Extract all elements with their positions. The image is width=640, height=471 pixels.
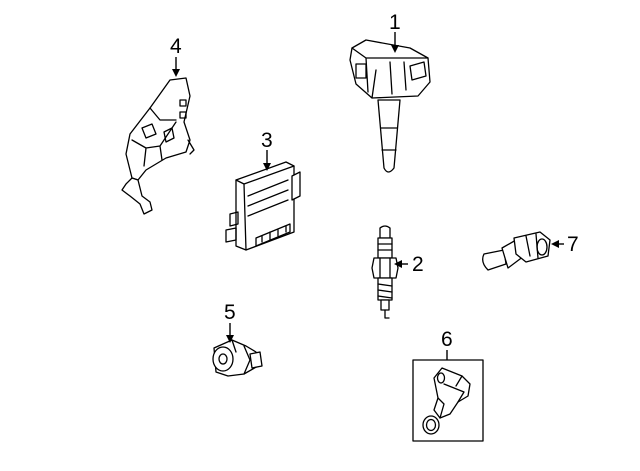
callout-5-label: 5 [224, 301, 236, 324]
callout-7: 7 [551, 233, 579, 256]
callout-2-arrowhead [394, 260, 402, 268]
callout-5: 5 [224, 301, 236, 343]
callout-7-arrowhead [551, 240, 559, 248]
part-6-position-sensor[interactable] [422, 367, 471, 435]
callout-6-label: 6 [441, 328, 453, 351]
callout-1-arrowhead [391, 45, 399, 53]
callout-2-label: 2 [412, 253, 424, 276]
callout-7-label: 7 [567, 233, 579, 256]
callout-2: 2 [394, 253, 424, 276]
callout-4: 4 [170, 35, 182, 77]
part-4-bracket[interactable] [121, 77, 195, 215]
part-1-ignition-coil[interactable] [349, 39, 431, 173]
callout-1-label: 1 [389, 11, 401, 34]
callout-3: 3 [261, 129, 273, 171]
callout-1: 1 [389, 11, 401, 53]
callout-6: 6 [441, 328, 453, 360]
part-2-spark-plug[interactable] [371, 225, 399, 319]
part-7-temperature-sensor[interactable] [482, 231, 551, 271]
part-5-knock-sensor[interactable] [212, 339, 263, 377]
callout-4-label: 4 [170, 35, 182, 58]
callout-4-arrowhead [172, 69, 180, 77]
part-6-box [412, 359, 484, 442]
callout-5-arrowhead [226, 335, 234, 343]
part-6-frame [412, 359, 484, 442]
part-3-control-module[interactable] [225, 161, 301, 251]
callout-3-label: 3 [261, 129, 273, 152]
callout-3-arrowhead [263, 163, 271, 171]
